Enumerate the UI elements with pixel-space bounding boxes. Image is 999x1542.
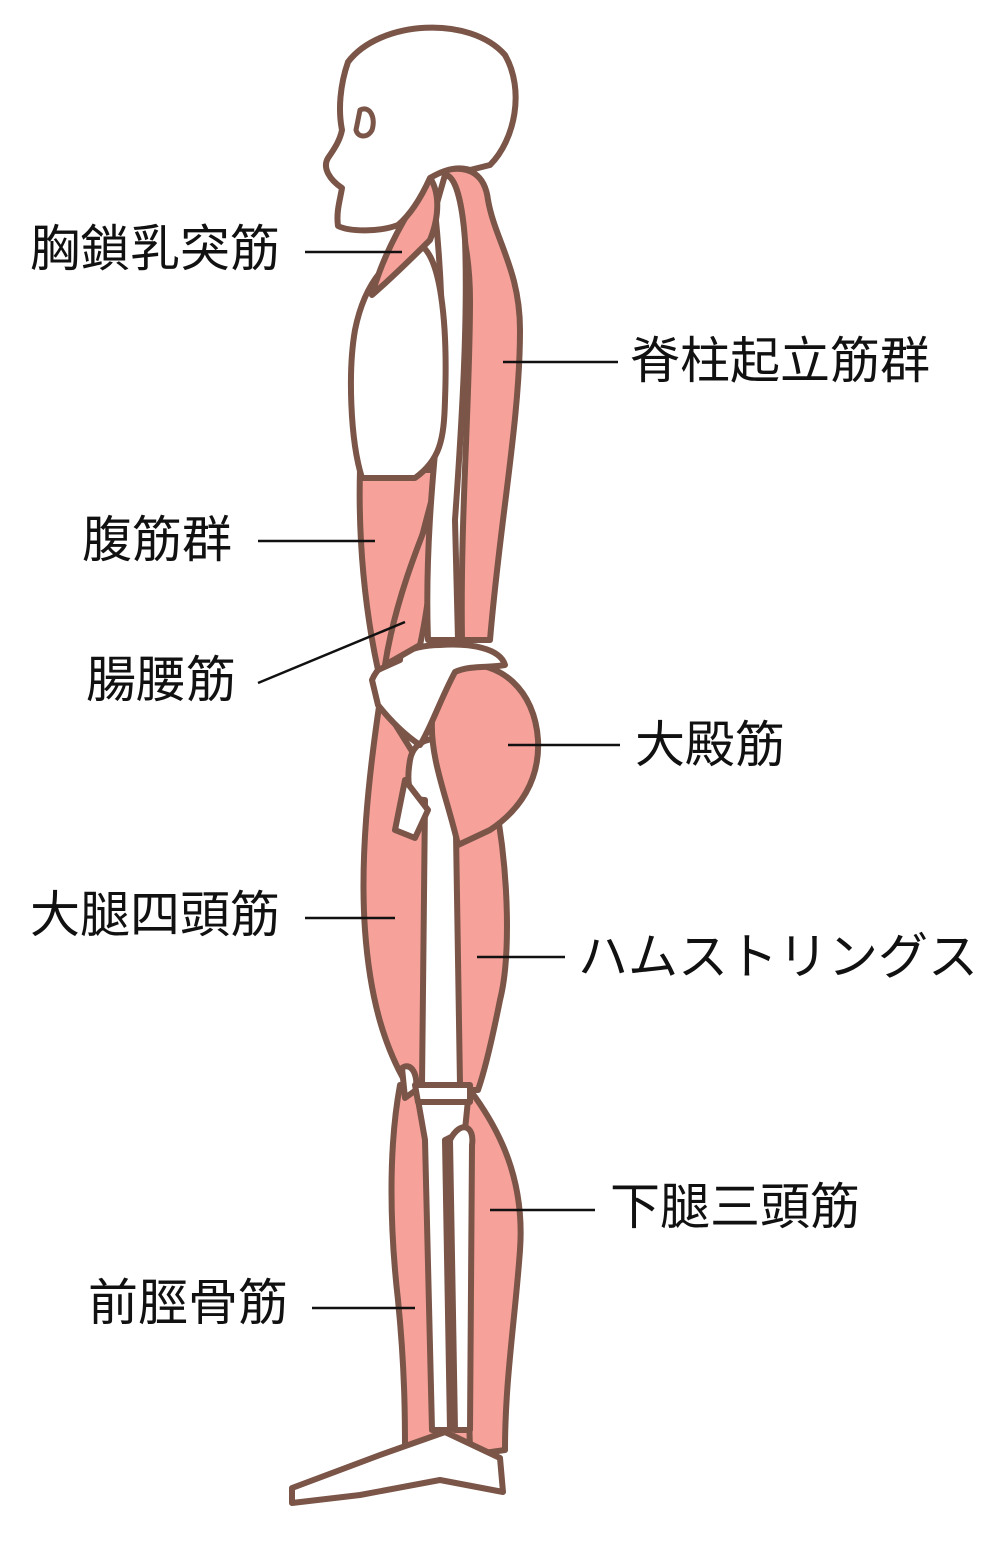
label-tibialis-anterior: 前脛骨筋 <box>88 1274 288 1332</box>
label-iliopsoas: 腸腰筋 <box>86 651 236 709</box>
foot <box>289 1429 506 1506</box>
label-abdominals: 腹筋群 <box>82 511 232 569</box>
rib-cage <box>347 242 449 481</box>
sternocleidomastoid-muscle <box>369 172 441 298</box>
leader-line-iliopsoas <box>257 620 406 685</box>
pelvis-bone <box>369 641 508 748</box>
knee-joint <box>412 1082 473 1105</box>
ear <box>353 106 376 139</box>
erector-spinae-muscle <box>442 165 523 643</box>
label-quadriceps: 大腿四頭筋 <box>30 886 280 944</box>
label-sternocleidomastoid: 胸鎖乳突筋 <box>30 220 280 278</box>
fibula-bone <box>447 1124 476 1433</box>
label-gluteus-maximus: 大殿筋 <box>635 716 785 774</box>
label-erector-spinae: 脊柱起立筋群 <box>630 332 930 390</box>
label-hamstrings: ハムストリングス <box>578 928 978 986</box>
femur-neck <box>392 777 431 841</box>
hamstrings-muscle <box>452 797 510 1093</box>
label-triceps-surae: 下腿三頭筋 <box>610 1178 860 1236</box>
head <box>322 24 519 234</box>
